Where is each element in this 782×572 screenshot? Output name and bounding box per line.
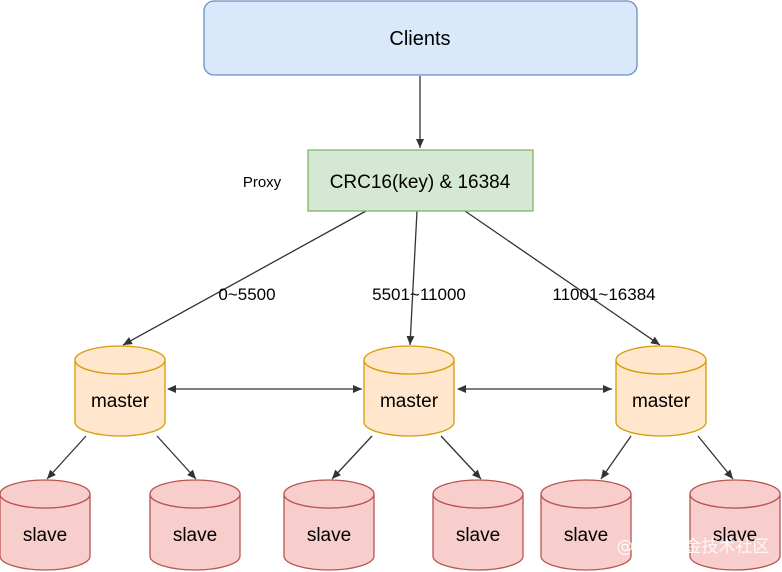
watermark-text: @稀土掘金技术社区: [617, 537, 770, 557]
proxy-to-master-2-arrow: [406, 210, 418, 346]
range-label-1: 0~5500: [218, 285, 275, 304]
slave-node-5: slave: [540, 479, 632, 571]
master-3-to-slave-5-arrow: [600, 435, 632, 480]
slave-node-6: slave: [689, 479, 781, 571]
master-node-3-label: master: [632, 391, 691, 412]
master-2-to-slave-3-arrow: [331, 435, 373, 480]
master-node-2-label: master: [380, 391, 439, 412]
clients-label: Clients: [389, 28, 450, 50]
proxy-node: CRC16(key) & 16384: [307, 149, 534, 212]
master-node-1-label: master: [91, 391, 150, 412]
slave-node-4-label: slave: [456, 525, 500, 546]
master-1-to-slave-1-arrow: [46, 435, 87, 480]
range-label-2: 5501~11000: [372, 285, 466, 304]
proxy-to-master-1-arrow: [122, 210, 367, 346]
master-3-to-slave-6-arrow: [697, 435, 734, 480]
slave-node-1-label: slave: [23, 525, 67, 546]
slave-node-2-label: slave: [173, 525, 217, 546]
slave-node-1: slave: [0, 479, 91, 571]
master-node-2: master: [363, 345, 455, 437]
master-node-1: master: [74, 345, 166, 437]
clients-node: Clients: [203, 0, 638, 76]
slave-node-6-label: slave: [713, 525, 757, 546]
slave-node-3-label: slave: [307, 525, 351, 546]
master-2-to-slave-4-arrow: [440, 435, 482, 480]
proxy-caption: Proxy: [243, 174, 282, 191]
slave-node-2: slave: [149, 479, 241, 571]
slave-node-3: slave: [283, 479, 375, 571]
master-1-to-slave-2-arrow: [156, 435, 197, 480]
master-node-3: master: [615, 345, 707, 437]
proxy-to-master-3-arrow: [464, 210, 661, 346]
slave-node-4: slave: [432, 479, 524, 571]
proxy-label: CRC16(key) & 16384: [330, 172, 511, 193]
slave-node-5-label: slave: [564, 525, 608, 546]
range-label-3: 11001~16384: [552, 285, 655, 304]
